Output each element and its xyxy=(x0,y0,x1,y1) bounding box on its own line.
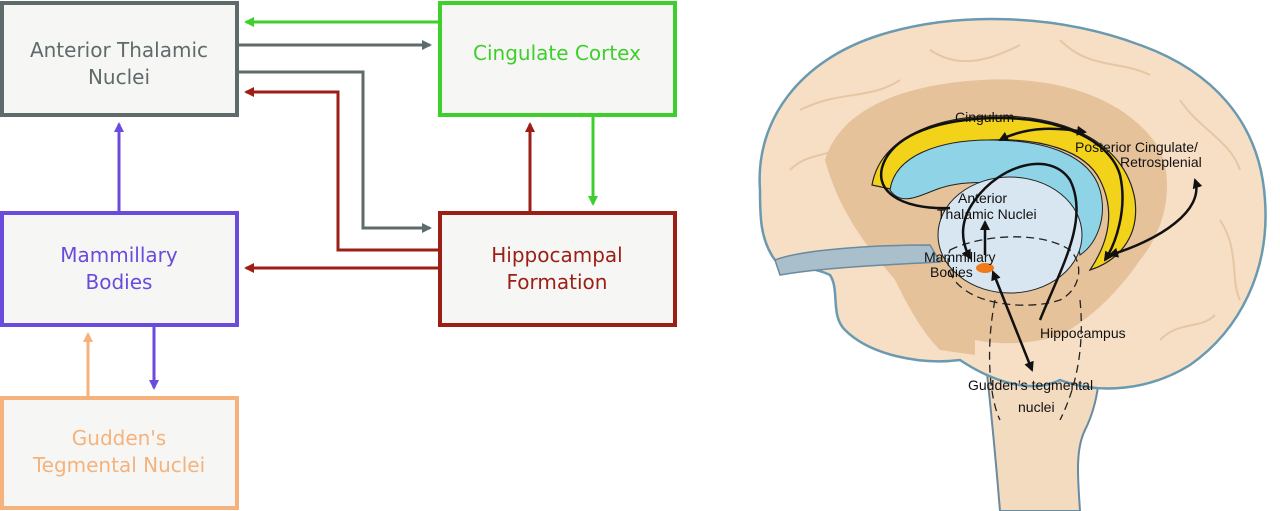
box-cingulate-cortex: Cingulate Cortex xyxy=(438,1,677,117)
box-label-line2: Nuclei xyxy=(88,65,150,89)
label-thalamic-nuclei: Thalamic Nuclei xyxy=(937,206,1037,222)
brain-illustration: Cingulum Posterior Cingulate/ Retrosplen… xyxy=(758,17,1267,511)
box-anterior-thalamic-nuclei: Anterior Thalamic Nuclei xyxy=(0,1,239,117)
arrow-hippocampus-fornix xyxy=(961,162,1078,321)
box-guddens-tegmental-nuclei: Gudden's Tegmental Nuclei xyxy=(0,396,239,510)
arrow-hippocampal-to-thalamic xyxy=(244,87,440,252)
olfactory-tract xyxy=(774,244,942,276)
flow-arrows xyxy=(83,17,598,398)
arrow-thalamic-to-hippocampal xyxy=(237,70,432,233)
box-label-line1: Mammillary xyxy=(60,243,178,267)
label-anterior: Anterior xyxy=(958,190,1007,206)
box-label-line1: Anterior Thalamic xyxy=(30,38,208,62)
box-label-line1: Hippocampal xyxy=(491,243,622,267)
box-mammillary-bodies: Mammillary Bodies xyxy=(0,211,239,327)
label-bodies: Bodies xyxy=(930,264,973,280)
label-mammillary: Mammillary xyxy=(924,249,996,265)
label-hippocampus: Hippocampus xyxy=(1040,325,1126,341)
arrow-mammillary-gudden xyxy=(991,270,1034,372)
box-label-line2: Tegmental Nuclei xyxy=(32,453,205,477)
mammillary-body-marker xyxy=(976,263,994,273)
arrow-cingulum-posterior xyxy=(998,125,1087,142)
box-label-line1: Gudden's xyxy=(72,426,166,450)
label-guddens-tegmental: Gudden’s tegmental xyxy=(968,377,1093,393)
pathway-arrows xyxy=(879,116,1203,372)
hippocampus-outline xyxy=(947,236,1080,306)
box-label-line2: Bodies xyxy=(86,270,153,294)
gyri xyxy=(789,39,1241,341)
label-nuclei: nuclei xyxy=(1018,399,1055,415)
corpus-callosum xyxy=(889,139,1103,256)
flowchart: Anterior Thalamic Nuclei Cingulate Corte… xyxy=(0,1,677,510)
box-label-line1: Cingulate Cortex xyxy=(473,41,641,65)
arrow-posterior-retrosplenial xyxy=(1108,178,1203,258)
box-label-line2: Formation xyxy=(507,270,608,294)
label-cingulum: Cingulum xyxy=(955,109,1014,125)
label-posterior-cingulate: Posterior Cingulate/ xyxy=(1075,139,1198,155)
box-hippocampal-formation: Hippocampal Formation xyxy=(438,211,677,327)
label-retrosplenial: Retrosplenial xyxy=(1120,154,1202,170)
